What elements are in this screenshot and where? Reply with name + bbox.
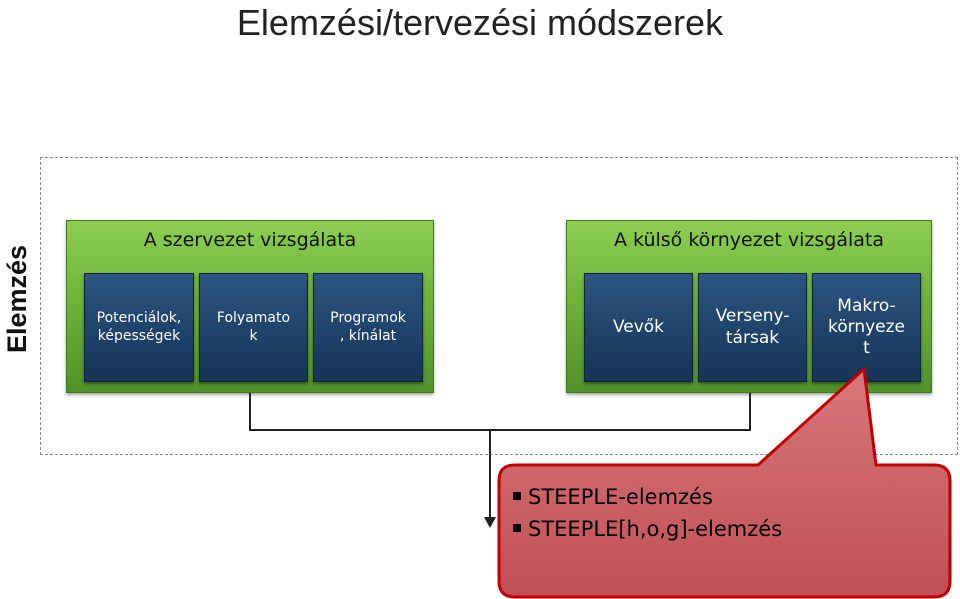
down-arrow-head bbox=[484, 517, 496, 528]
bracket-connector bbox=[249, 393, 751, 431]
box-processes: Folyamato k bbox=[199, 273, 308, 382]
group-organization-title: A szervezet vizsgálata bbox=[143, 229, 357, 251]
analysis-frame bbox=[40, 157, 958, 455]
page-title: Elemzési/tervezési módszerek bbox=[236, 2, 724, 43]
group-external: A külső környezet vizsgálata Vevők Verse… bbox=[566, 220, 932, 393]
box-competitors: Verseny- társak bbox=[698, 273, 807, 382]
callout-list: STEEPLE-elemzés STEEPLE[h,o,g]-elemzés bbox=[512, 481, 932, 545]
box-programs: Programok , kínálat bbox=[313, 273, 423, 382]
callout-shape bbox=[497, 367, 952, 599]
box-potentials: Potenciálok, képességek bbox=[84, 273, 194, 382]
group-external-title: A külső környezet vizsgálata bbox=[613, 229, 884, 251]
box-customers: Vevők bbox=[584, 273, 693, 382]
callout-item-steeple: STEEPLE-elemzés bbox=[512, 481, 932, 513]
group-organization: A szervezet vizsgálata Potenciálok, képe… bbox=[66, 220, 434, 393]
callout-item-steeple-hog: STEEPLE[h,o,g]-elemzés bbox=[512, 513, 932, 545]
box-macro-environment: Makro- környeze t bbox=[812, 273, 921, 382]
